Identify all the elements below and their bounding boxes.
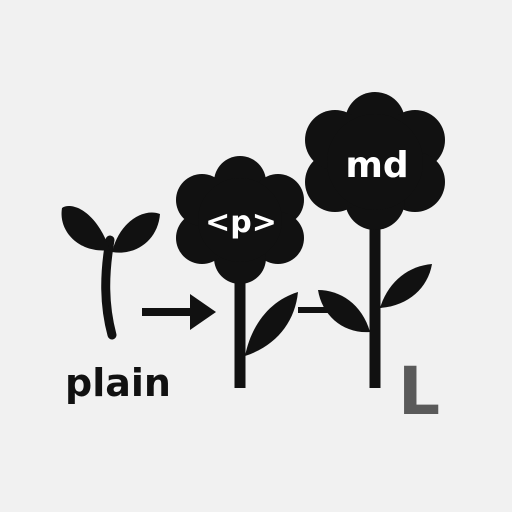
flower-large-label: md	[345, 145, 408, 186]
flower-small-leaf	[245, 292, 298, 356]
flower-large-head	[305, 92, 445, 230]
seedling-icon	[61, 206, 160, 340]
flower-large-left-leaf	[318, 290, 370, 333]
seedling-right-leaf	[112, 212, 160, 253]
flower-large-icon	[305, 92, 445, 388]
arrow-right-icon	[142, 294, 216, 330]
seedling-stem	[101, 235, 117, 340]
seedling-label: plain	[65, 361, 171, 405]
seedling-left-leaf	[61, 206, 110, 251]
flower-small-icon	[176, 156, 304, 388]
flower-small-label: <p>	[205, 205, 277, 240]
flower-small-head	[176, 156, 304, 284]
corner-mark-letter: L	[398, 353, 440, 430]
flower-large-right-leaf	[380, 264, 432, 308]
